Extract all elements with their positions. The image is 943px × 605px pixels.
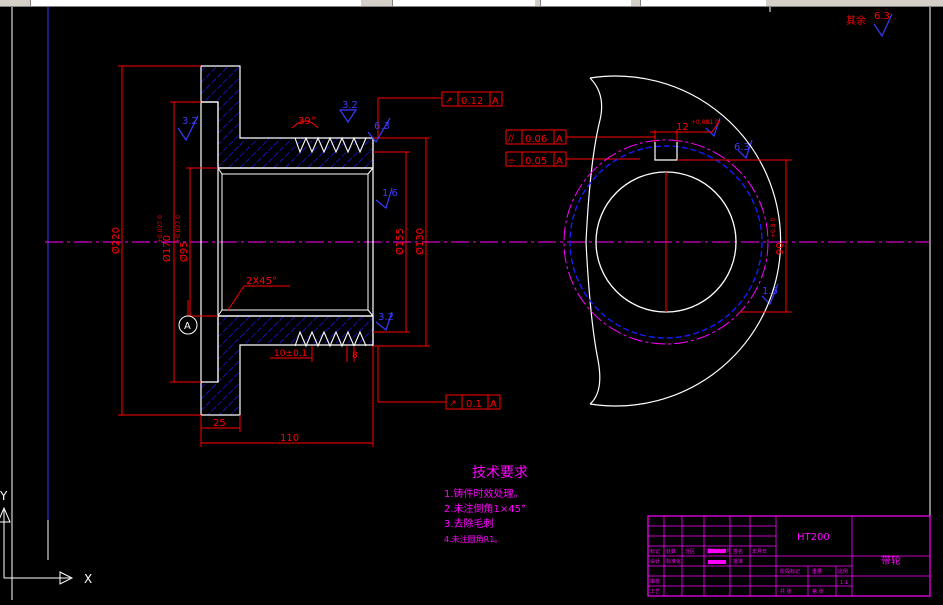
dim-hub-dia: Ø130 <box>414 228 426 255</box>
svg-text:0.1: 0.1 <box>466 399 482 410</box>
tolerance-frame-4: ↗ 0.1 A <box>445 394 501 410</box>
ucs-y-label: Y <box>0 489 8 503</box>
lineweight-combo[interactable] <box>540 0 631 6</box>
roughness-label: 6.3 <box>374 121 390 132</box>
corner-roughness-label: 其余 <box>846 14 866 27</box>
section-view <box>200 65 374 416</box>
svg-text:A: A <box>490 399 497 410</box>
svg-text:批准: 批准 <box>733 558 743 565</box>
dim-bore-tol: +0.027 0 <box>157 215 164 243</box>
roughness-label: 1.6 <box>382 188 398 199</box>
dim-groove-dia: Ø155 <box>394 228 406 255</box>
title-material: HT200 <box>797 532 830 543</box>
dim-flange: 25 <box>213 418 226 429</box>
svg-text:设计: 设计 <box>650 558 660 565</box>
svg-text:重量: 重量 <box>812 568 822 575</box>
svg-text:年月日: 年月日 <box>752 548 767 555</box>
title-block: HT200 带轮 1:1 标记 处数 分区 更改文件号 签名 年月日 设计 标准… <box>647 515 931 597</box>
dim-inner-tol: +0.027 0 <box>175 215 182 243</box>
roughness-label: 6.3 <box>734 142 750 153</box>
drawing-area[interactable]: Ø220 Ø170 +0.027 0 Ø95 +0.027 0 Ø155 Ø13… <box>0 7 943 601</box>
section-hatch-top <box>200 65 374 169</box>
tolerance-frame-3: ⌯ 0.05 A <box>505 151 567 167</box>
dim-chamfer: 2X45° <box>246 276 277 287</box>
svg-text:标记: 标记 <box>650 548 660 555</box>
dim-outer-dia: Ø220 <box>110 227 122 254</box>
end-view <box>563 75 782 407</box>
dim-key-depth: 90 <box>775 242 786 255</box>
svg-text:A: A <box>492 96 499 107</box>
svg-text:↗: ↗ <box>449 399 457 409</box>
corner-roughness-value: 6.3 <box>874 11 890 22</box>
svg-text:标准化: 标准化 <box>666 558 681 565</box>
section-hatch-bottom <box>200 315 374 416</box>
roughness-label: 3.2 <box>378 312 394 323</box>
note-item: 2.未注倒角1×45° <box>444 502 526 515</box>
note-item: 4.未注圆角R1。 <box>444 534 502 544</box>
svg-text:签名: 签名 <box>733 548 743 555</box>
tolerance-frame-1: ↗ 0.12 A <box>441 91 503 107</box>
dim-groove-pitch: 10±0.1 <box>274 349 307 359</box>
layer-combo[interactable] <box>30 0 361 6</box>
ucs-icon: X Y <box>0 489 92 586</box>
v-groove-top <box>294 136 367 154</box>
section-dimensions <box>118 65 446 447</box>
svg-text:处数: 处数 <box>666 548 676 555</box>
toolbar-strip <box>0 0 943 7</box>
tolerance-frame-2: // 0.06 A <box>505 129 567 145</box>
dim-bore-dia: Ø170 <box>161 235 173 262</box>
svg-text:审核: 审核 <box>650 578 660 585</box>
svg-text:更改文件号: 更改文件号 <box>706 548 731 555</box>
svg-text:共 张: 共 张 <box>780 588 792 595</box>
datum-a: A <box>178 315 198 335</box>
svg-text:比例: 比例 <box>838 568 848 575</box>
title-scale: 1:1 <box>840 580 848 586</box>
svg-text:↗: ↗ <box>445 96 453 106</box>
linetype-combo[interactable] <box>392 0 535 6</box>
dim-length: 110 <box>280 433 299 444</box>
roughness-label: 1.6 <box>762 286 778 297</box>
roughness-marks <box>177 13 893 332</box>
ucs-x-label: X <box>84 572 92 586</box>
end-view-outer-arc <box>589 75 782 407</box>
svg-text:0.05: 0.05 <box>525 156 547 167</box>
title-part-name: 带轮 <box>881 554 901 567</box>
end-view-break-line <box>585 77 603 405</box>
roughness-label: 3.2 <box>182 116 198 127</box>
roughness-label: 3.2 <box>342 100 358 111</box>
svg-text:⌯: ⌯ <box>508 156 516 166</box>
svg-text:0.12: 0.12 <box>461 96 483 107</box>
dim-key-width: 12 <box>676 122 689 133</box>
note-item: 3.去除毛刺 <box>444 517 494 530</box>
dim-key-depth-tol: +0.8 0 <box>770 218 777 238</box>
svg-text:分区: 分区 <box>685 548 695 555</box>
dim-groove-width: 8 <box>352 351 358 361</box>
notes-title: 技术要求 <box>472 465 528 481</box>
plotstyle-combo[interactable] <box>640 0 766 6</box>
note-item: 1.铸件时效处理。 <box>444 487 524 500</box>
svg-text://: // <box>508 134 515 144</box>
datum-a-letter: A <box>184 321 191 332</box>
end-view-pitch-circle <box>563 139 769 345</box>
dim-groove-angle: 39° <box>298 116 316 127</box>
svg-text:第 张: 第 张 <box>812 588 824 595</box>
keyway <box>654 142 678 161</box>
svg-text:阶段标记: 阶段标记 <box>780 568 800 575</box>
svg-text:0.06: 0.06 <box>525 134 547 145</box>
end-view-hidden-circle <box>569 145 763 339</box>
svg-text:工艺: 工艺 <box>650 589 660 595</box>
svg-text:A: A <box>556 156 563 167</box>
dim-key-tol: +0.081 0 <box>691 119 719 126</box>
svg-text:A: A <box>556 134 563 145</box>
dim-inner-dia: Ø95 <box>178 241 190 262</box>
technical-notes: 技术要求 1.铸件时效处理。 2.未注倒角1×45° 3.去除毛刺 4.未注圆角… <box>444 465 528 544</box>
